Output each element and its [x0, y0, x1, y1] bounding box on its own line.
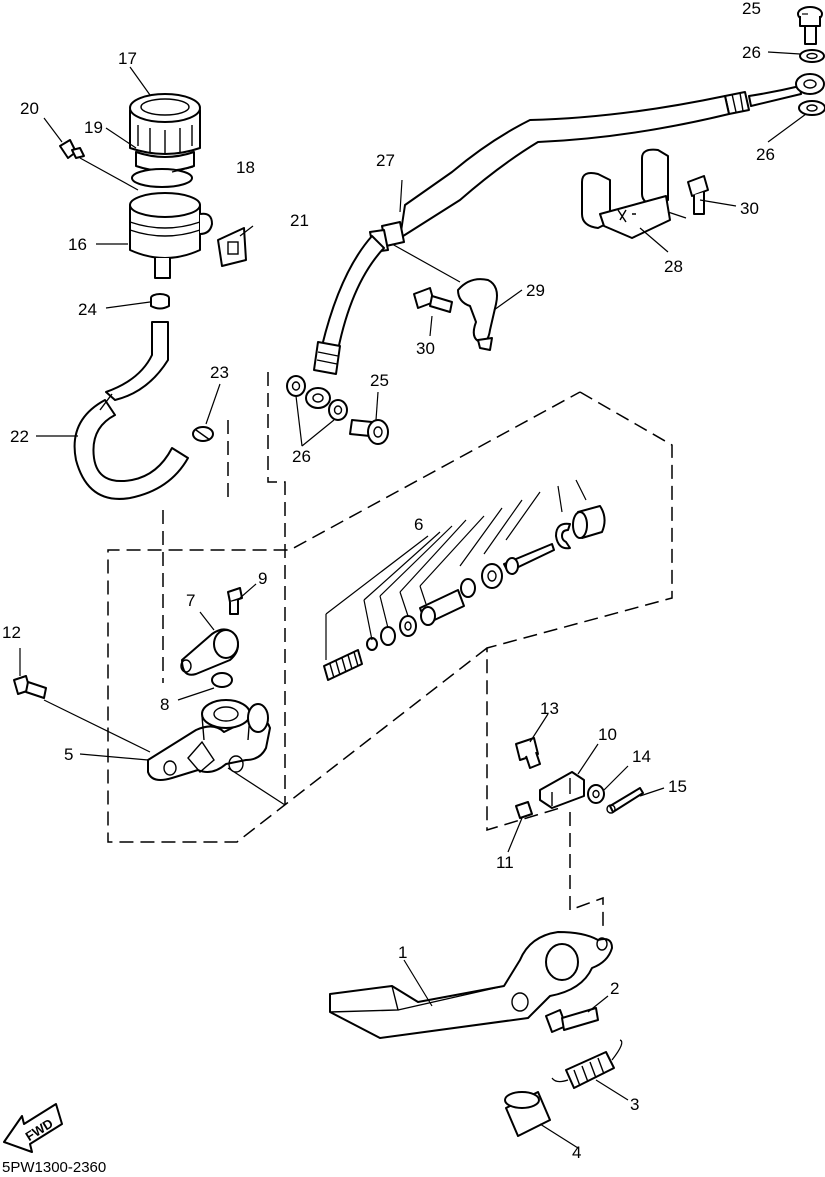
o-ring: [211, 672, 233, 688]
union-bolt-top: [797, 6, 823, 45]
group-outline-lever: [569, 812, 604, 932]
callout-6: 6: [414, 515, 423, 534]
fwd-arrow-icon: FWD: [3, 1103, 63, 1153]
clevis-nut: [515, 801, 533, 819]
cylinder-kit-cup-c: [399, 615, 417, 637]
callout-2: 2: [610, 979, 619, 998]
callout-24: 24: [78, 300, 97, 319]
reservoir-screw: [59, 139, 85, 159]
callout-25-top: 25: [742, 0, 761, 18]
cylinder-kit-piston: [419, 589, 465, 626]
bracket-bolt: [687, 175, 709, 215]
callout-5: 5: [64, 745, 73, 764]
callout-9: 9: [258, 569, 267, 588]
callout-3: 3: [630, 1095, 639, 1114]
callout-27: 27: [376, 151, 395, 170]
group-outline-hose: [267, 372, 286, 805]
callout-18: 18: [236, 158, 255, 177]
cylinder-kit-spring: [323, 649, 363, 681]
callout-numbers: 17 19 18 20 21 16 24 22 23 27 29 30 25 2…: [2, 0, 775, 1162]
callout-1: 1: [398, 943, 407, 962]
brake-hose: [305, 85, 802, 409]
callout-14: 14: [632, 747, 651, 766]
callout-22: 22: [10, 427, 29, 446]
callout-30-clamp: 30: [416, 339, 435, 358]
callout-29: 29: [526, 281, 545, 300]
reservoir-bracket: [217, 227, 247, 267]
cylinder-mount-bolt: [13, 675, 47, 699]
hose-clip: [192, 426, 214, 442]
callout-30-bracket: 30: [740, 199, 759, 218]
pedal-bushing: [504, 1091, 551, 1137]
cylinder-kit-cup-b: [380, 626, 396, 646]
callout-19: 19: [84, 118, 103, 137]
reservoir-cap: [129, 93, 201, 155]
cylinder-kit-push-rod: [503, 543, 555, 575]
callout-12: 12: [2, 623, 21, 642]
pedal-shaft-bolt: [545, 1007, 599, 1033]
cylinder-kit-washer: [481, 563, 503, 589]
reservoir-tank: [129, 192, 213, 279]
hose-joint: [180, 628, 239, 676]
copper-washer-lower: [798, 100, 825, 116]
reservoir-hose-clip: [150, 293, 170, 310]
group-outline-master-cylinder: [107, 391, 673, 843]
return-spring: [551, 1039, 623, 1089]
hose-clamp: [457, 278, 498, 351]
hose-guide-bracket: [581, 148, 671, 239]
union-bolt-lower: [349, 419, 389, 445]
callout-20: 20: [20, 99, 39, 118]
brake-pedal: [329, 931, 613, 1039]
callout-8: 8: [160, 695, 169, 714]
cylinder-kit-cup-d: [460, 578, 476, 598]
callout-26-right: 26: [756, 145, 775, 164]
group-outline-pipe: [162, 420, 229, 683]
clevis-washer: [587, 784, 605, 804]
callout-15: 15: [668, 777, 687, 796]
master-cylinder-body: [147, 699, 271, 781]
diaphragm: [131, 168, 193, 188]
copper-washer-a: [286, 375, 306, 397]
cylinder-kit-circlip: [555, 522, 571, 550]
clevis-pin: [515, 737, 541, 769]
cylinder-kit-boot: [572, 505, 606, 539]
copper-washer-b: [328, 399, 348, 421]
callout-4: 4: [572, 1143, 581, 1162]
diagram-code: 5PW1300-2360: [2, 1159, 106, 1176]
callout-13: 13: [540, 699, 559, 718]
callout-21: 21: [290, 211, 309, 230]
callout-10: 10: [598, 725, 617, 744]
callout-26-upper: 26: [742, 43, 761, 62]
callout-16: 16: [68, 235, 87, 254]
callout-26-lower: 26: [292, 447, 311, 466]
copper-washer-top: [799, 49, 825, 63]
callout-28: 28: [664, 257, 683, 276]
callout-11: 11: [496, 853, 514, 872]
banjo-fitting: [795, 73, 825, 95]
brake-rod-clevis: [539, 771, 585, 809]
callout-17: 17: [118, 49, 137, 68]
callout-7: 7: [186, 591, 195, 610]
reservoir-hose: [73, 321, 189, 500]
leader-lines: [19, 13, 808, 1149]
callout-25-lower: 25: [370, 371, 389, 390]
clamp-bolt: [413, 287, 453, 313]
callout-23: 23: [210, 363, 229, 382]
cotter-pin: [606, 787, 644, 814]
joint-screw: [227, 587, 243, 615]
